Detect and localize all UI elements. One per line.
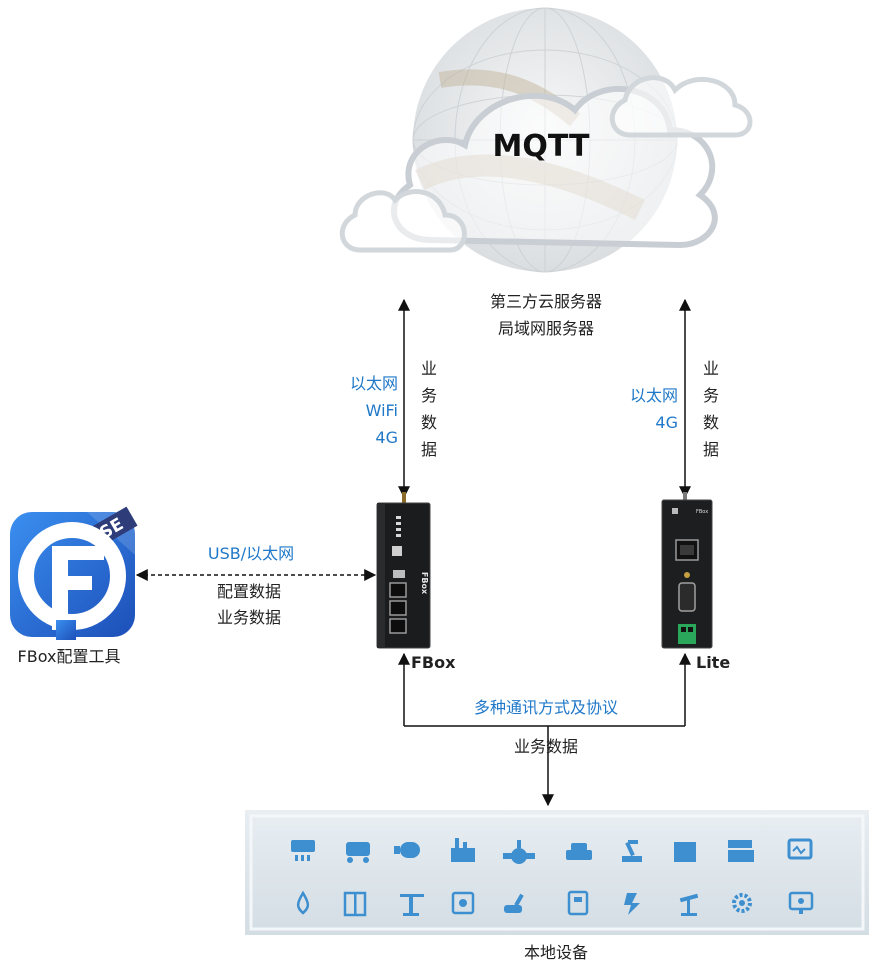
robot-arm-icon xyxy=(622,840,642,862)
pump-icon xyxy=(394,842,420,858)
fbox-name: FBox xyxy=(411,653,456,672)
panel-device-icon xyxy=(451,891,475,915)
box-icon xyxy=(674,842,696,862)
monitor-icon xyxy=(787,838,813,860)
tool-name: FBox配置工具 xyxy=(18,647,121,666)
fbox-device: FBox xyxy=(376,492,431,649)
ethernet-port-icon xyxy=(389,618,407,634)
lite-data-char-2: 务 xyxy=(703,386,719,405)
valve-icon xyxy=(503,840,535,864)
fbox-data-char-4: 据 xyxy=(421,440,437,459)
compressor-icon xyxy=(346,842,370,863)
oil-pump-icon xyxy=(679,893,699,916)
fbox-media-wifi: WiFi xyxy=(366,401,398,420)
config-data-2: 业务数据 xyxy=(217,608,281,627)
ethernet-port-icon xyxy=(389,582,407,598)
terminal-block-icon xyxy=(678,624,696,644)
fbox-media-ethernet: 以太网 xyxy=(350,374,398,393)
tower-crane-icon xyxy=(400,894,424,916)
car-icon xyxy=(566,843,592,860)
water-drop-icon xyxy=(296,890,310,915)
fbox-data-char-3: 数 xyxy=(421,413,437,432)
server-label-2: 局域网服务器 xyxy=(498,319,594,338)
fbox-data-char-1: 业 xyxy=(421,359,437,378)
local-devices-panel xyxy=(245,810,869,935)
cabinet-icon xyxy=(343,891,367,917)
energy-icon xyxy=(624,893,640,915)
control-box-icon xyxy=(567,890,589,916)
config-media: USB/以太网 xyxy=(208,544,294,563)
fbox-media-4g: 4G xyxy=(375,428,398,447)
mqtt-cloud: MQTT xyxy=(339,7,753,273)
excavator-icon xyxy=(504,893,524,913)
lite-media-ethernet: 以太网 xyxy=(630,386,678,405)
server-label-1: 第三方云服务器 xyxy=(490,292,602,311)
lite-media-4g: 4G xyxy=(655,413,678,432)
bottom-data-label: 业务数据 xyxy=(514,737,578,756)
lite-device-label: FBox xyxy=(696,509,708,515)
air-conditioner-icon xyxy=(291,840,315,861)
gear-icon xyxy=(732,893,752,913)
protocol-label: 多种通讯方式及协议 xyxy=(474,698,618,717)
serial-port-icon xyxy=(678,582,696,612)
fbox-device-label: FBox xyxy=(420,572,429,595)
screen-icon xyxy=(788,891,814,914)
factory-icon xyxy=(451,838,475,862)
lite-data-char-3: 数 xyxy=(703,413,719,432)
fbox-data-char-2: 务 xyxy=(421,386,437,405)
mqtt-title: MQTT xyxy=(493,129,591,164)
lite-data-char-4: 据 xyxy=(703,440,719,459)
lite-name: Lite xyxy=(696,653,730,672)
printer-icon xyxy=(728,840,754,862)
lite-device: FBox xyxy=(661,492,713,649)
config-data-1: 配置数据 xyxy=(217,582,281,601)
ethernet-port-icon xyxy=(389,600,407,616)
lite-data-char-1: 业 xyxy=(703,359,719,378)
fbox-config-tool: SE xyxy=(10,506,138,640)
local-devices-label: 本地设备 xyxy=(524,943,588,962)
